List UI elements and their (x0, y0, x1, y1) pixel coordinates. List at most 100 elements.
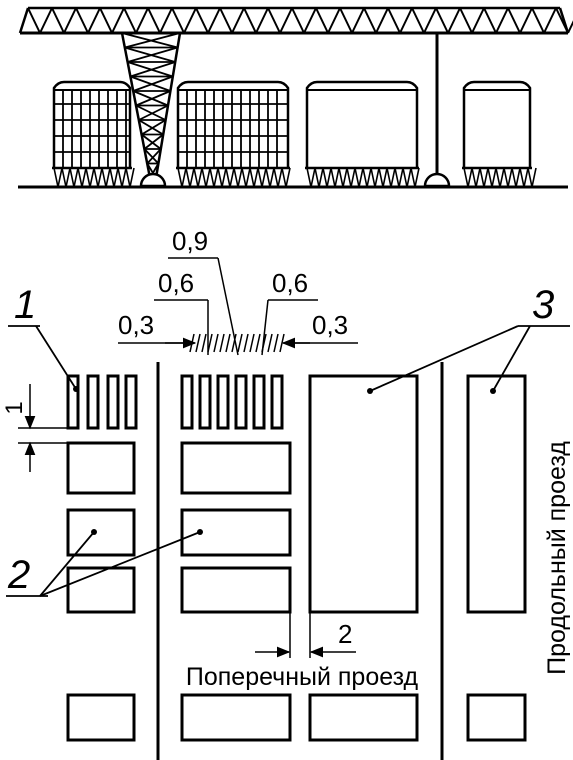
truss-member (459, 7, 473, 34)
truss-member (219, 7, 233, 34)
elevation-stack-support (378, 167, 388, 188)
stack-left-2 (66, 508, 136, 557)
truss-member (363, 7, 377, 34)
elevation-stack-support (53, 167, 63, 188)
truss-member (207, 7, 221, 34)
truss-member (87, 7, 101, 34)
elevation-stack-support (346, 167, 356, 188)
narrow-stack-strip (180, 374, 194, 430)
elevation-stack-support (511, 167, 521, 188)
elevation-stack-support (503, 167, 513, 188)
elevation-stack-support (471, 167, 481, 188)
truss-member (195, 7, 209, 34)
truss-member (99, 7, 113, 34)
stack-right-2 (466, 693, 527, 742)
dim-aisle: 2 (255, 612, 356, 665)
elevation-stack-support (93, 167, 103, 188)
dimension-tick (261, 333, 267, 353)
truss-member (267, 7, 281, 34)
plan-view: 3 2 1 1 (1, 226, 571, 760)
truss-member (63, 7, 77, 34)
elevation-stack-support (69, 167, 79, 188)
narrow-stack-strip (234, 374, 248, 430)
dimension-tick (219, 333, 225, 353)
elevation-stack-support (519, 167, 529, 188)
leg-lattice (138, 119, 164, 136)
stack-right-1 (466, 374, 527, 614)
stack-left-3 (66, 566, 136, 614)
dimension-tick (267, 333, 273, 353)
elevation-stack-support (330, 167, 340, 188)
elevation-stack-support (386, 167, 396, 188)
truss-member (519, 7, 533, 34)
narrow-stack-strip (106, 374, 120, 430)
truss-member (231, 7, 245, 34)
truss-member (27, 7, 41, 34)
elevation-stack-support (85, 167, 95, 188)
elevation-stack-support (362, 167, 372, 188)
narrow-stack-strip (124, 374, 138, 430)
stack-mid-4 (180, 693, 292, 742)
dim-gap-right-label: 0,3 (312, 310, 348, 340)
elevation-stack-support (479, 167, 489, 188)
leg-lattice (141, 133, 162, 150)
elevation-stack-support (495, 167, 505, 188)
left-leg-wheel (139, 172, 167, 188)
dimension-tick (225, 333, 231, 353)
elevation-stack-support (265, 167, 275, 188)
dim-aisle-label: 2 (338, 619, 352, 649)
truss-member (339, 7, 353, 34)
narrow-stack-strip (270, 374, 284, 430)
crane-left-leg (120, 32, 182, 188)
elevation-stack-support (370, 167, 380, 188)
callout-3: 3 (367, 283, 570, 394)
elevation-stack-support (101, 167, 111, 188)
truss-member (483, 7, 497, 34)
elevation-stack-support (61, 167, 71, 188)
narrow-stacks (66, 374, 284, 430)
elevation-stack-support (463, 167, 473, 188)
elevation-stack-support (338, 167, 348, 188)
truss-member (471, 7, 485, 34)
elevation-stack-outline (176, 80, 290, 168)
leg-lattice (146, 148, 162, 165)
truss-member (255, 7, 269, 34)
narrow-stack-strip (86, 374, 100, 430)
truss-member (543, 7, 557, 34)
truss-member (531, 7, 545, 34)
elevation-stack-support (193, 167, 203, 188)
dim-row-gap-label: 1 (1, 401, 28, 414)
truss-member (147, 7, 161, 34)
truss-member (303, 7, 317, 34)
stack-mid-1 (180, 441, 292, 495)
elevation-stack-support (281, 167, 291, 188)
dimension-tick (255, 333, 261, 353)
narrow-stack-strip (66, 374, 80, 430)
elevation-stack-support (402, 167, 412, 188)
dimension-tick (231, 333, 237, 353)
truss-member (159, 7, 173, 34)
truss-member (375, 7, 389, 34)
leg-lattice (143, 133, 164, 150)
elevation-stack-support (209, 167, 219, 188)
dimension-tick (279, 333, 285, 353)
elevation-stack-support (249, 167, 259, 188)
dimension-tick (273, 333, 279, 353)
callout-2-label: 2 (7, 553, 30, 597)
narrow-stack-strip (252, 374, 266, 430)
dimension-tick (249, 333, 255, 353)
truss-member (495, 7, 509, 34)
stack-tall-1-bottom (308, 693, 419, 742)
elevation-stack-support (109, 167, 119, 188)
elevation-stack-support (77, 167, 87, 188)
truss-member (327, 7, 341, 34)
cross-aisle-label-bg (164, 658, 440, 690)
truss-member (423, 7, 437, 34)
truss-member (555, 7, 569, 34)
elevation-stack-support (487, 167, 497, 188)
elevation-stack-support (177, 167, 187, 188)
truss-member (243, 7, 257, 34)
elevation-stacks (52, 80, 537, 188)
stack-left-1 (66, 441, 136, 495)
